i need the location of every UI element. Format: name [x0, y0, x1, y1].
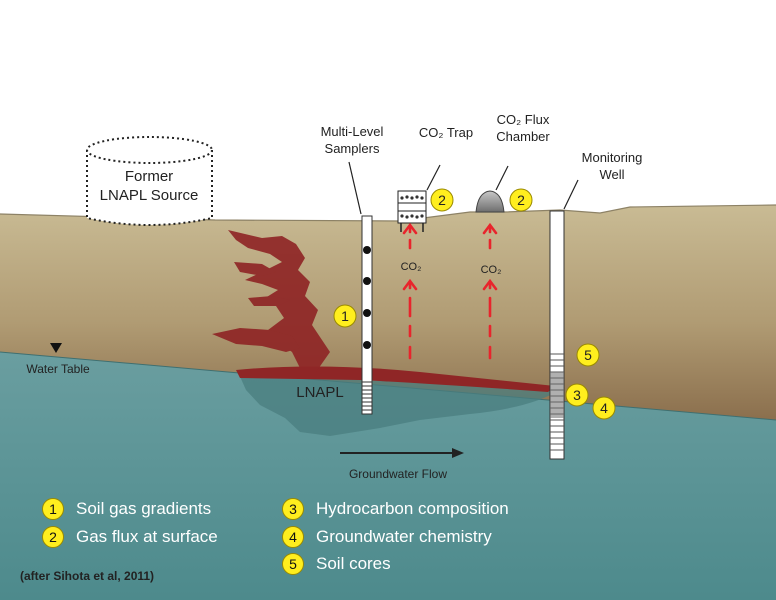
legend-label: Soil gas gradients — [76, 499, 212, 518]
svg-text:2: 2 — [517, 192, 525, 208]
legend-item-soil-cores: 5 Soil cores — [282, 553, 391, 575]
former-source-label-line1: Former — [125, 168, 173, 185]
groundwater-zone — [0, 352, 776, 600]
sampling-port — [363, 341, 371, 349]
svg-text:3: 3 — [573, 387, 581, 403]
groundwater-flow-arrow — [340, 448, 464, 458]
lnapl-migration-fingers — [212, 230, 330, 372]
sampler-screen — [362, 381, 372, 411]
legend-label: Soil cores — [316, 554, 391, 573]
legend-label: Hydrocarbon composition — [316, 499, 509, 518]
former-lnapl-source-tank: Former LNAPL Source — [86, 136, 213, 226]
legend-number-badge: 1 — [42, 498, 64, 520]
water-table-triangle-icon — [50, 343, 62, 353]
co2-trap-label: CO₂ Trap — [419, 125, 473, 140]
legend-number-badge: 4 — [282, 526, 304, 548]
legend-label: Groundwater chemistry — [316, 527, 492, 546]
citation: (after Sihota et al, 2011) — [20, 569, 155, 583]
svg-text:5: 5 — [584, 347, 592, 363]
lnapl-layer — [236, 366, 555, 392]
co2-flux-arrow-right — [482, 222, 498, 360]
co2-flux-label-line1: CO₂ Flux — [497, 112, 550, 127]
lnapl-label: LNAPL — [296, 384, 344, 401]
monitoring-label-line2: Well — [599, 167, 624, 182]
marker-chamber: 2 — [509, 188, 533, 212]
marker-well-mid: 3 — [565, 383, 589, 407]
water-table-label: Water Table — [26, 362, 90, 376]
legend-item-gas-flux: 2 Gas flux at surface — [42, 526, 218, 548]
multi-level-label-line1: Multi-Level — [321, 124, 384, 139]
legend-number-badge: 2 — [42, 526, 64, 548]
co2-trap: CO₂ Trap — [397, 125, 473, 232]
sampling-port — [363, 277, 371, 285]
monitoring-label-line1: Monitoring — [582, 150, 643, 165]
svg-text:4: 4 — [600, 400, 608, 416]
legend-item-groundwater-chem: 4 Groundwater chemistry — [282, 526, 492, 548]
multi-level-sampler: Multi-Level Samplers — [321, 124, 384, 415]
marker-well-side: 4 — [592, 396, 616, 420]
legend-number-badge: 5 — [282, 553, 304, 575]
co2-flux-arrow-left — [402, 222, 418, 360]
co2-flux-chamber: CO₂ Flux Chamber — [475, 112, 550, 213]
marker-well-upper: 5 — [576, 343, 600, 367]
marker-samplers: 1 — [333, 304, 357, 328]
groundwater-flow-label: Groundwater Flow — [349, 467, 447, 481]
co2-label-right: CO₂ — [481, 264, 502, 276]
svg-text:2: 2 — [438, 192, 446, 208]
marker-trap: 2 — [430, 188, 454, 212]
multi-level-label-line2: Samplers — [325, 141, 380, 156]
legend-item-hydrocarbon: 3 Hydrocarbon composition — [282, 498, 509, 520]
legend-item-soil-gas: 1 Soil gas gradients — [42, 498, 211, 520]
soil-layer — [0, 205, 776, 420]
sampling-port — [363, 309, 371, 317]
legend-label: Gas flux at surface — [76, 527, 218, 546]
legend-number-badge: 3 — [282, 498, 304, 520]
monitoring-well: Monitoring Well — [549, 150, 643, 460]
former-source-label-line2: LNAPL Source — [100, 187, 199, 204]
ground-surface-line — [0, 204, 776, 222]
co2-flux-label-line2: Chamber — [496, 129, 550, 144]
co2-label-left: CO₂ — [401, 261, 422, 273]
sampling-port — [363, 246, 371, 254]
svg-text:1: 1 — [341, 308, 349, 324]
